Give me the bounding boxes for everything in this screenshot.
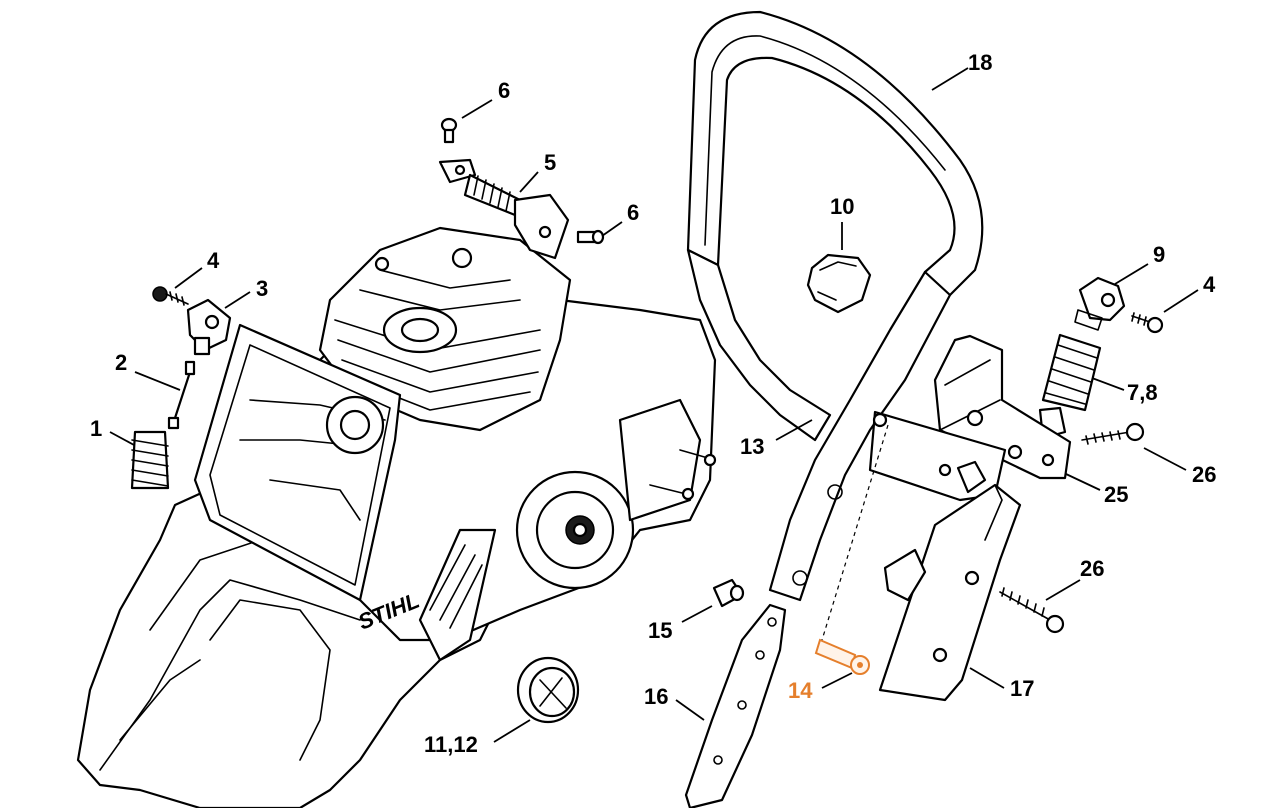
part-26-screw-lower xyxy=(999,587,1065,634)
part-10-grommet xyxy=(806,253,872,314)
part-4-screw-left xyxy=(152,286,189,306)
callout-13: 13 xyxy=(740,434,764,459)
callout-26-upper: 26 xyxy=(1192,462,1216,487)
callout-26-lower: 26 xyxy=(1080,556,1104,581)
callout-3: 3 xyxy=(256,276,268,301)
part-15-sleeve xyxy=(712,578,745,608)
callout-2: 2 xyxy=(115,350,127,375)
part-11-12-cap xyxy=(516,656,580,724)
part-4-screw-right xyxy=(1131,312,1164,334)
callout-labels: 18 6 5 6 10 4 3 9 4 2 7,8 1 13 26 25 26 … xyxy=(90,50,1216,757)
part-18-handlebar xyxy=(686,10,984,602)
part-14-screw xyxy=(814,638,870,675)
callout-6-right: 6 xyxy=(627,200,639,225)
callout-18: 18 xyxy=(968,50,992,75)
part-6-screw-right xyxy=(576,229,605,245)
part-26-screw-upper xyxy=(1081,422,1145,445)
callout-1: 1 xyxy=(90,416,102,441)
callout-17: 17 xyxy=(1010,676,1034,701)
callout-4-left: 4 xyxy=(207,248,220,273)
leader-lines xyxy=(109,67,1199,743)
engine-housing: STIHL xyxy=(76,226,717,808)
callout-11-12: 11,12 xyxy=(424,732,478,757)
callout-16: 16 xyxy=(644,684,668,709)
part-9-av-cap xyxy=(1074,276,1126,331)
part-16-strip xyxy=(684,603,787,808)
callout-14: 14 xyxy=(788,678,813,703)
callout-25: 25 xyxy=(1104,482,1128,507)
callout-5: 5 xyxy=(544,150,556,175)
part-7-8-spring xyxy=(1038,333,1102,440)
callout-4-right: 4 xyxy=(1203,272,1216,297)
part-2-rod xyxy=(167,360,196,430)
part-6-screw-top xyxy=(440,117,458,144)
part-1-spring xyxy=(130,430,170,490)
part-5-av-mount xyxy=(438,158,570,260)
callout-9: 9 xyxy=(1153,242,1165,267)
assembly-line xyxy=(821,424,889,641)
callout-15: 15 xyxy=(648,618,672,643)
part-3-bracket xyxy=(186,298,232,356)
callout-6-top: 6 xyxy=(498,78,510,103)
callout-10: 10 xyxy=(830,194,854,219)
callout-7-8: 7,8 xyxy=(1127,380,1158,405)
part-17-cover xyxy=(878,483,1022,702)
